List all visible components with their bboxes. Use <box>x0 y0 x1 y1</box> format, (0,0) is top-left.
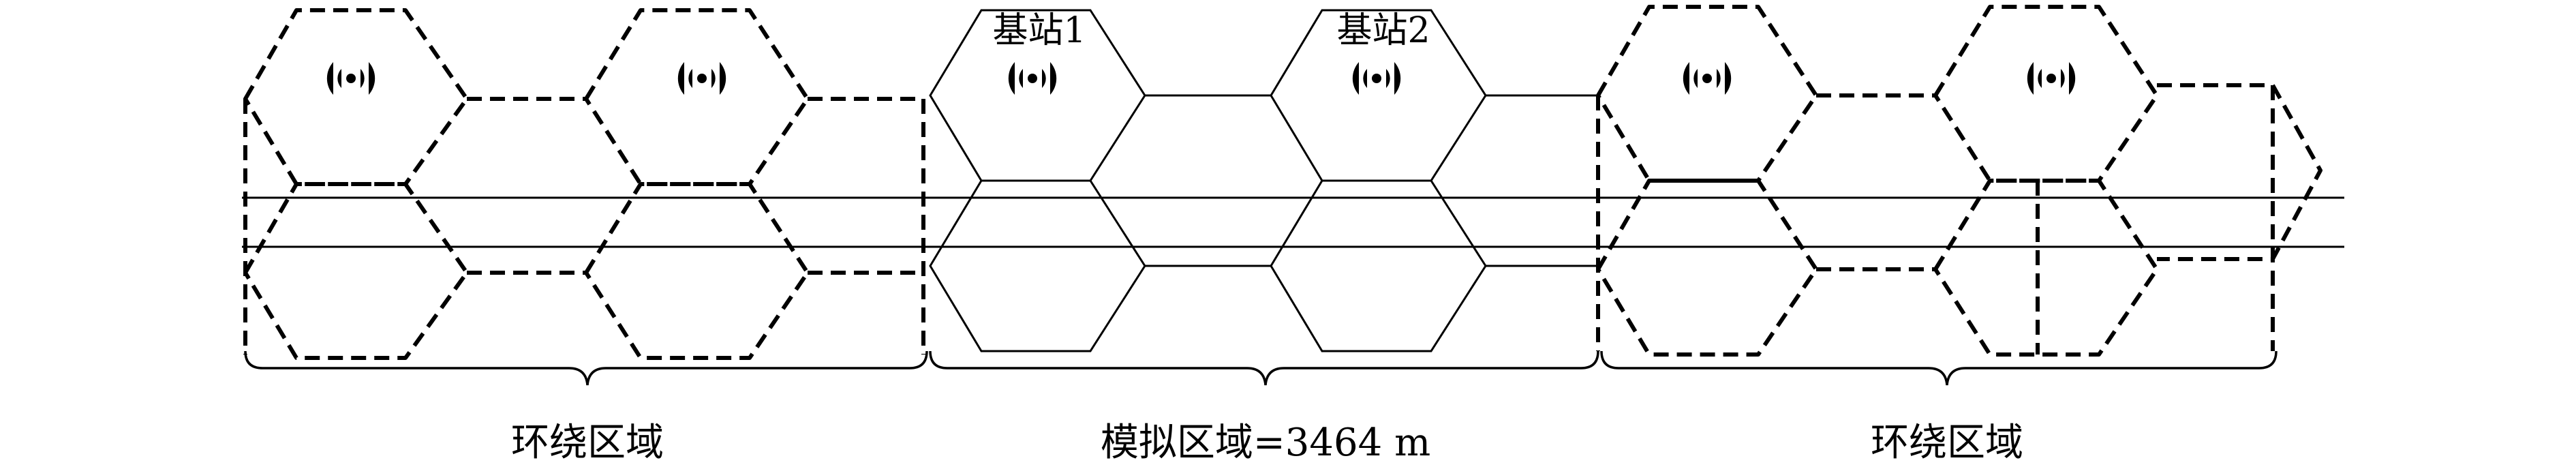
hex-cell <box>1270 179 1487 352</box>
cell-tower-icon <box>1349 62 1404 174</box>
region-brace-center <box>929 350 1599 386</box>
cell-tower-icon <box>324 62 378 174</box>
hex-cell-dashed <box>584 8 810 186</box>
base-station-label: 基站1 <box>992 10 1086 51</box>
hex-cell-dashed <box>1596 179 1818 357</box>
region-label-left: 环绕区域 <box>511 421 664 465</box>
simulation-area-cells <box>929 9 1598 352</box>
cell-tower-icon <box>1680 62 1734 174</box>
hex-edge-dashed <box>808 97 925 355</box>
hex-cell-dashed <box>584 182 810 360</box>
cell-tower-icon <box>2024 62 2079 174</box>
cell-tower-icon <box>675 62 729 174</box>
region-brace-right <box>1600 350 2278 386</box>
region-label-simulation: 模拟区域=3464 m <box>1101 421 1430 465</box>
base-station-label: 基站2 <box>1336 10 1430 51</box>
hex-cell-dashed <box>1933 5 2159 183</box>
right-wraparound-cells <box>1596 5 2322 357</box>
hex-cell-dashed <box>243 182 469 360</box>
hex-edge-dashed <box>2157 83 2322 261</box>
cell-tower-icon <box>1005 62 1060 174</box>
left-wraparound-cells <box>243 8 925 360</box>
hex-cell-dashed <box>1596 5 1818 183</box>
hex-cell-dashed <box>1933 179 2159 357</box>
region-label-right: 环绕区域 <box>1871 421 2023 465</box>
hex-cell <box>929 179 1146 352</box>
region-brace-left <box>244 350 928 386</box>
hex-cell-dashed <box>243 8 469 186</box>
